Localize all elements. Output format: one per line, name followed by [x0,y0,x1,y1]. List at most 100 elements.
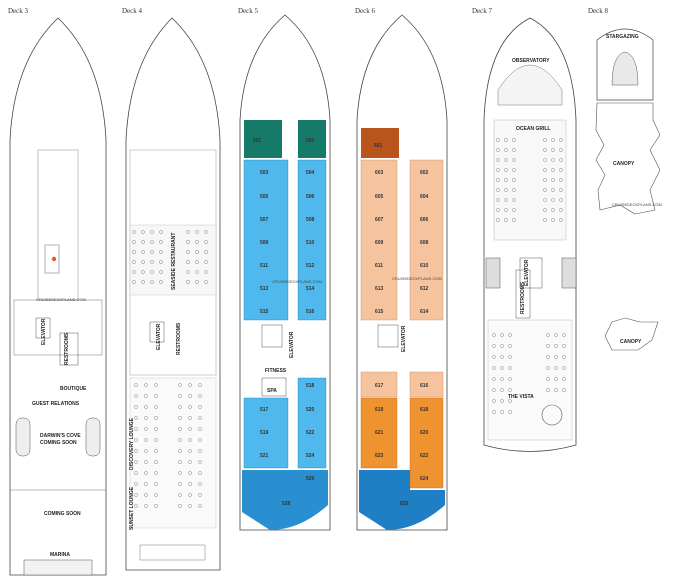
deck-4-elevator-box [149,321,165,343]
seat-marker [512,188,516,192]
seat-marker [144,383,148,387]
cabin-label: 619 [375,407,384,413]
deck-5: ELEVATOR FITNESS SPA CRUISEDECKPLANS.COM… [239,14,331,531]
seat-marker [512,168,516,172]
cabin-label: 603 [375,170,384,176]
seat-marker [204,240,208,244]
deck-8-canopy-aft-label: CANOPY [620,339,642,345]
seat-marker [198,438,202,442]
seat-marker [141,230,145,234]
cabin-label: 519 [260,430,269,436]
seat-marker [551,168,555,172]
cabin-label: 623 [375,453,384,459]
deck-3-elevator-box [35,317,51,339]
seat-marker [551,148,555,152]
seat-marker [508,399,512,403]
seat-marker [154,471,158,475]
cabin-label: 524 [306,453,315,459]
seat-marker [543,168,547,172]
seat-marker [500,355,504,359]
cabin-label: 622 [420,453,429,459]
seat-marker [154,504,158,508]
seat-marker [504,208,508,212]
deck-4: SEASIDE RESTAURANT ELEVATOR RESTROOMS DI… [125,17,221,571]
seat-marker [551,208,555,212]
seat-marker [496,138,500,142]
seat-marker [144,482,148,486]
seat-marker [144,394,148,398]
seat-marker [159,240,163,244]
seat-marker [508,344,512,348]
deck-5-cabin-block-right-aft [297,377,327,469]
seat-marker [496,178,500,182]
seat-marker [198,383,202,387]
seat-marker [198,449,202,453]
cabin-label: 614 [420,309,429,315]
seat-marker [508,355,512,359]
seat-marker [551,158,555,162]
seat-marker [134,449,138,453]
seat-marker [554,388,558,392]
seat-marker [492,410,496,414]
deck-6-cabin-block-right-mid [409,371,444,398]
seating-markers [132,138,566,508]
seat-marker [159,250,163,254]
cabin-label: 618 [420,407,429,413]
cabin-label: 620 [420,430,429,436]
seat-marker [154,449,158,453]
deck-4-sunset-lounge-label: SUNSET LOUNGE [129,486,135,530]
deck-7: OBSERVATORY OCEAN GRILL ELEVATOR RESTROO… [483,17,577,452]
seat-marker [512,218,516,222]
deck-7-vista-round-table [541,404,563,426]
seat-marker [159,260,163,264]
seat-marker [512,138,516,142]
seat-marker [188,438,192,442]
seat-marker [492,377,496,381]
seat-marker [178,460,182,464]
seat-marker [492,399,496,403]
deck-3-watermark: CRUISEDECKPLANS.COM [36,297,86,302]
seat-marker [198,405,202,409]
seat-marker [562,388,566,392]
seat-marker [134,482,138,486]
seat-marker [188,493,192,497]
deck-8-canopy-label: CANOPY [613,161,635,167]
seat-marker [543,138,547,142]
deck-3-hull [9,17,107,576]
deck-5-stern-cabin-label: 528 [282,501,291,507]
seat-marker [178,416,182,420]
seat-marker [134,438,138,442]
seat-marker [546,344,550,348]
deck-3-darwins-cove-label: DARWIN'S COVE [40,433,81,439]
seat-marker [562,333,566,337]
cabin-label: 526 [306,476,315,482]
seat-marker [159,230,163,234]
deck-7-observatory-deck [497,64,563,106]
seat-marker [204,250,208,254]
seat-marker [551,178,555,182]
deck-3-coming-soon-label: COMING SOON [40,440,77,446]
seat-marker [134,471,138,475]
deck-4-restrooms-label: RESTROOMS [176,322,182,355]
seat-marker [186,250,190,254]
seat-marker [554,366,558,370]
seat-marker [154,427,158,431]
seat-marker [178,427,182,431]
deck-6-watermark: CRUISEDECKPLANS.COM [392,276,442,281]
deck-7-grill-zone [493,119,567,241]
seat-marker [195,250,199,254]
seat-marker [512,158,516,162]
cabin-label: 621 [375,430,384,436]
seat-marker [546,388,550,392]
seat-marker [144,493,148,497]
seat-marker [559,218,563,222]
seat-marker [500,399,504,403]
seat-marker [512,208,516,212]
seat-marker [504,158,508,162]
deck-5-fitness-label: FITNESS [265,368,287,374]
seat-marker [141,270,145,274]
seat-marker [198,427,202,431]
seat-marker [154,438,158,442]
seat-marker [204,260,208,264]
